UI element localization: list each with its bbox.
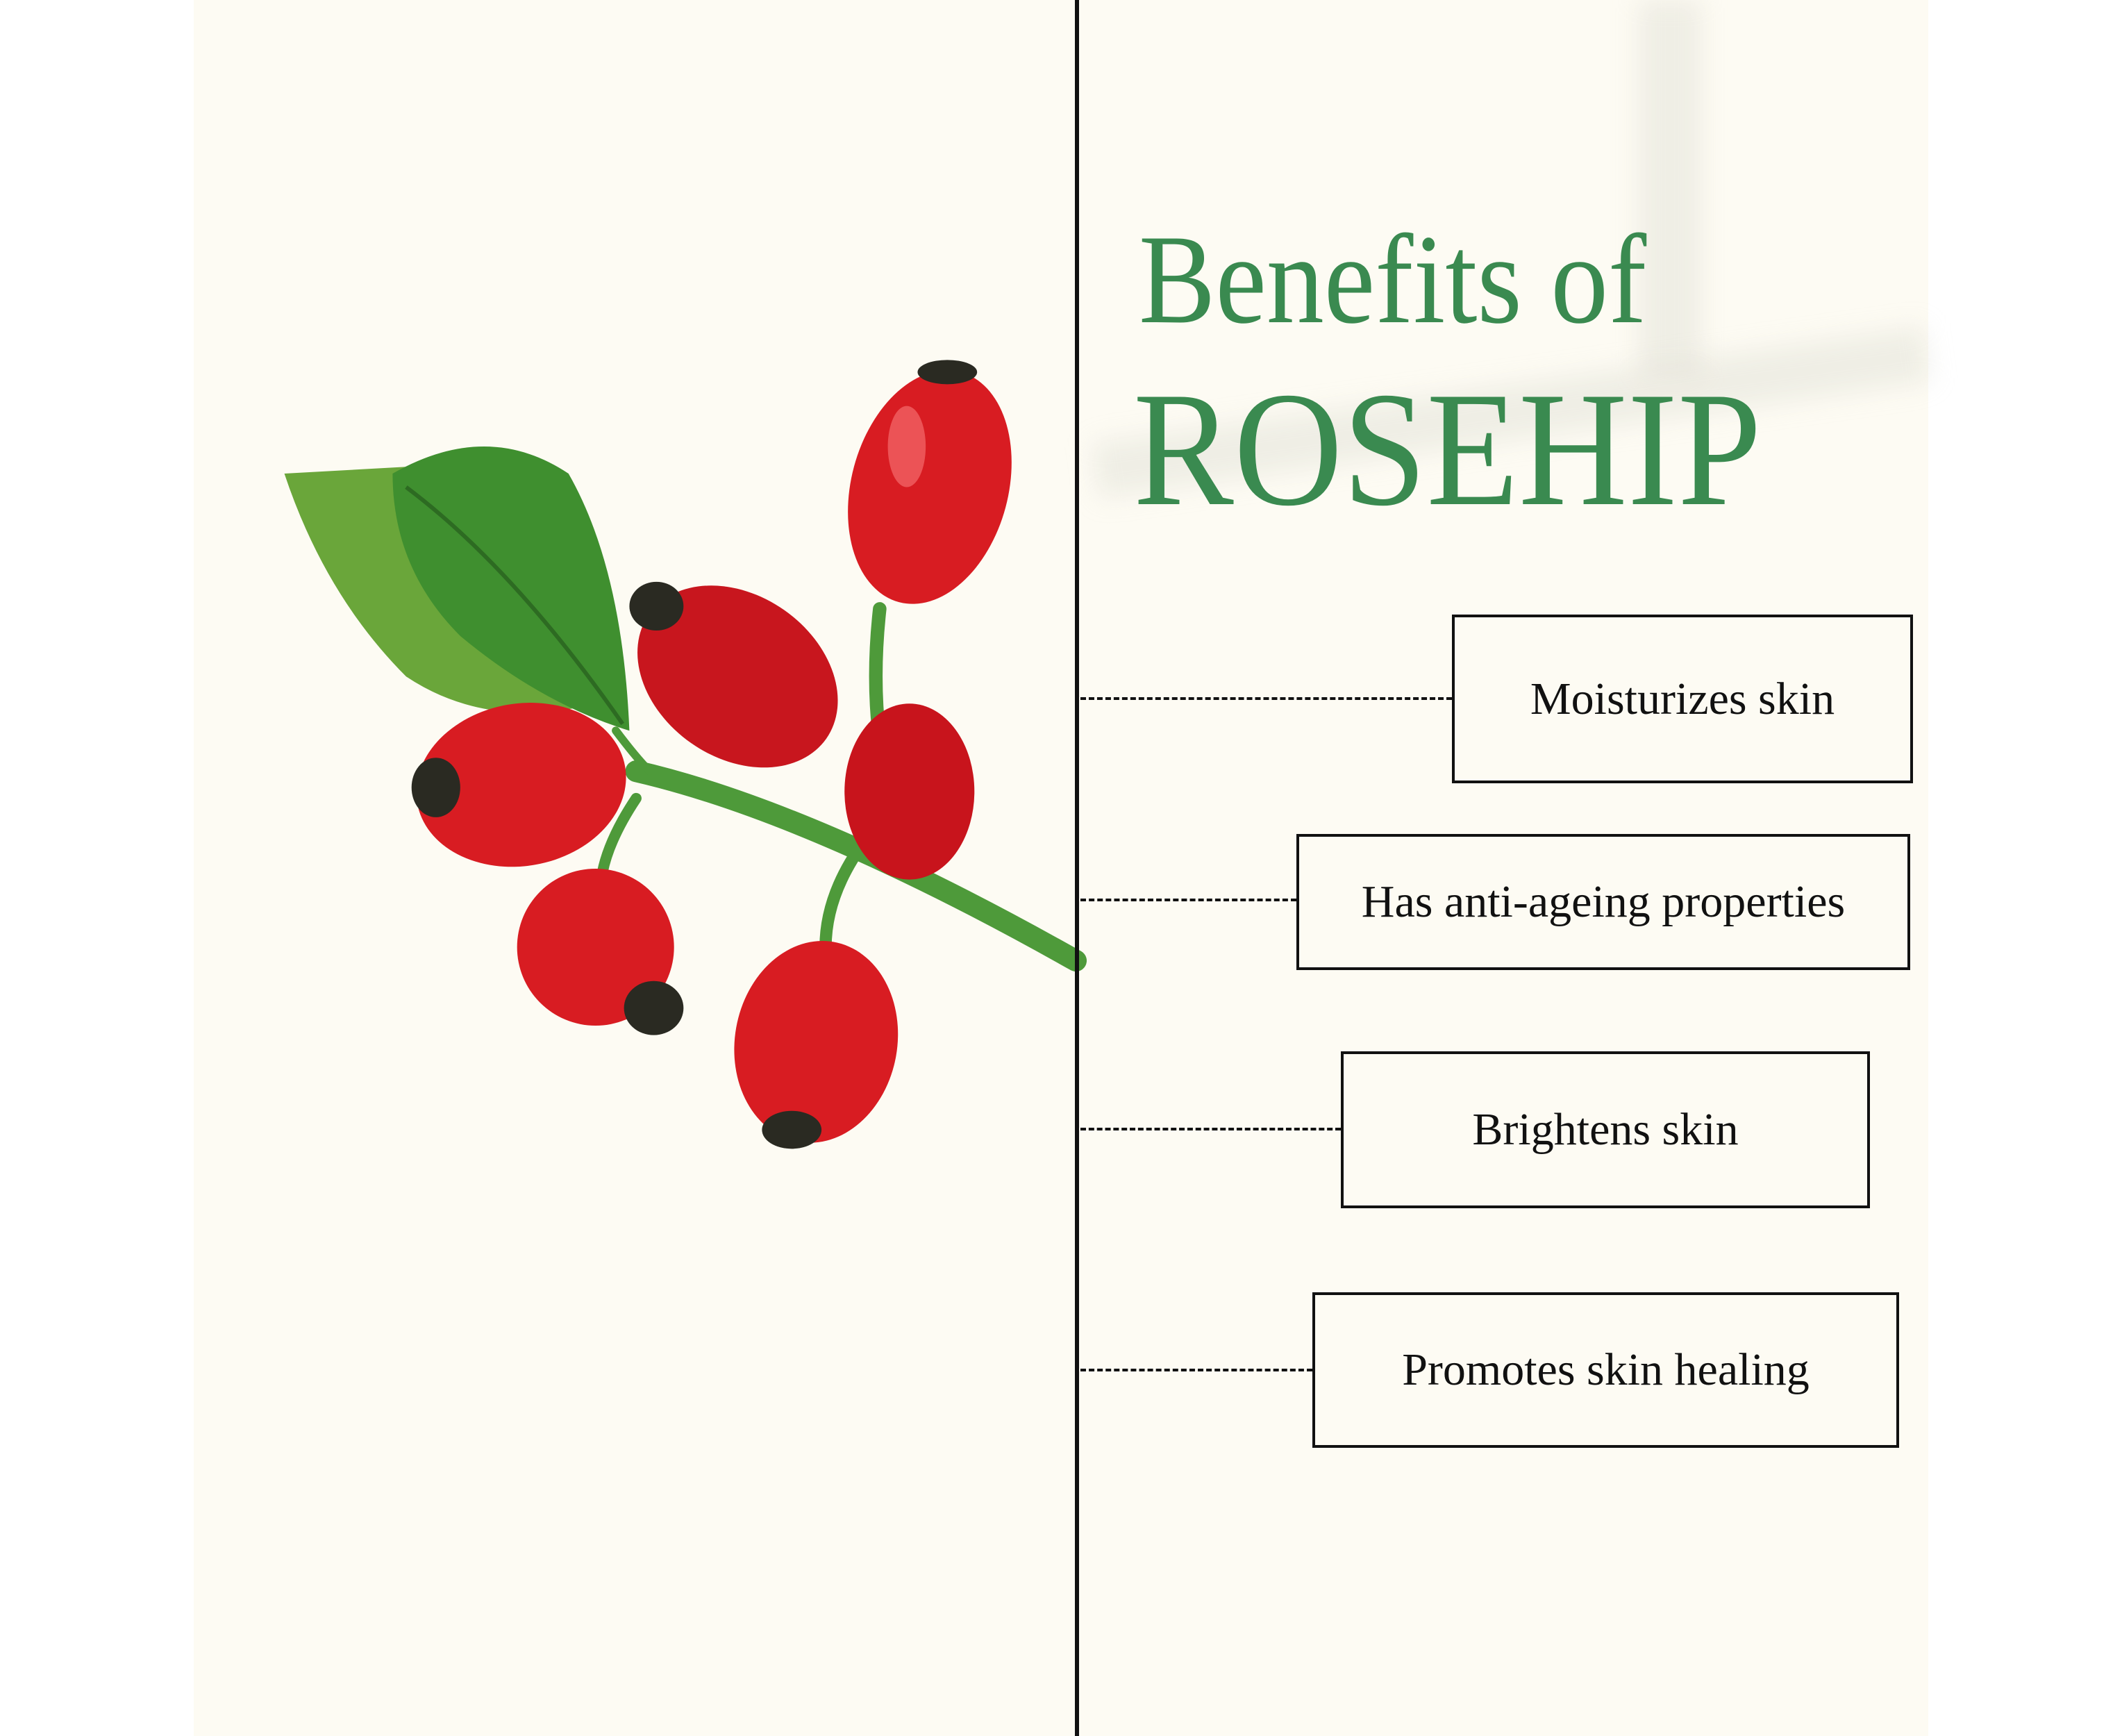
window-shadow-vertical — [1639, 0, 1701, 375]
leaves — [284, 446, 630, 731]
benefit-box: Has anti-ageing properties — [1296, 834, 1910, 970]
connector-line — [1080, 697, 1452, 700]
benefit-label: Has anti-ageing properties — [1361, 876, 1846, 927]
benefit-label: Brightens skin — [1472, 1104, 1739, 1155]
title-line-2: ROSEHIP — [1133, 359, 1762, 540]
connector-line — [1080, 899, 1296, 901]
connector-line — [1080, 1128, 1341, 1130]
connector-line — [1080, 1369, 1312, 1371]
benefit-label: Moisturizes skin — [1530, 673, 1835, 724]
benefit-label: Promotes skin healing — [1402, 1344, 1810, 1395]
benefit-box: Brightens skin — [1341, 1051, 1870, 1208]
benefit-box: Moisturizes skin — [1452, 615, 1913, 783]
berries — [411, 360, 1012, 1149]
title-line-1: Benefits of — [1139, 208, 1647, 350]
vertical-divider — [1075, 0, 1079, 1736]
benefit-box: Promotes skin healing — [1312, 1292, 1899, 1448]
